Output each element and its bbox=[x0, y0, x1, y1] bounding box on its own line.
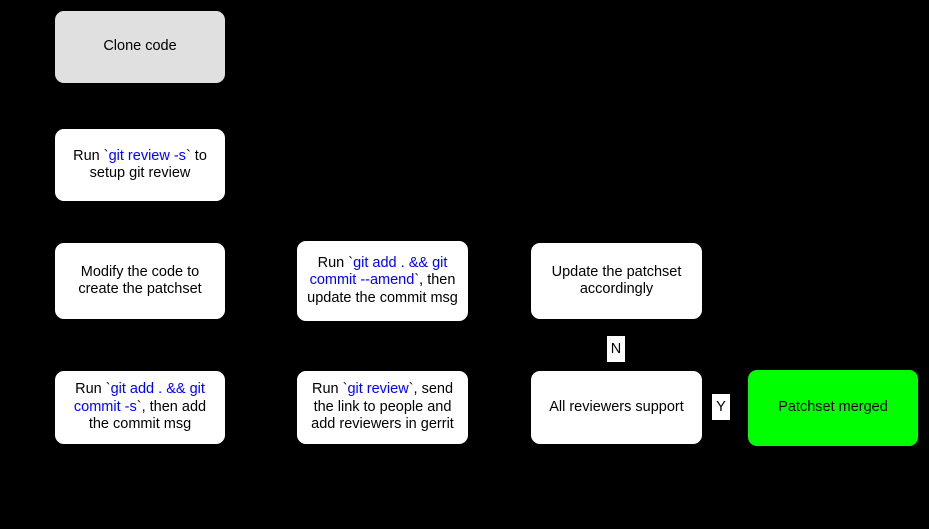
node-label: All reviewers support bbox=[549, 398, 684, 415]
node-modify-code[interactable]: Modify the code to create the patchset bbox=[55, 243, 225, 319]
node-update-patchset[interactable]: Update the patchset accordingly bbox=[531, 243, 702, 319]
node-git-review-send[interactable]: Run `git review`, send the link to peopl… bbox=[297, 371, 468, 444]
node-label: Patchset merged bbox=[778, 399, 888, 416]
node-label: Run `git add . && git commit -s`, then a… bbox=[73, 381, 207, 433]
node-add-commit[interactable]: Run `git add . && git commit -s`, then a… bbox=[55, 371, 225, 444]
node-clone-code[interactable]: Clone code bbox=[55, 11, 225, 83]
edge-label-no: N bbox=[607, 336, 625, 362]
node-label: Run `git review -s` to setup git review bbox=[73, 147, 207, 182]
node-amend-commit[interactable]: Run `git add . && git commit --amend`, t… bbox=[297, 241, 468, 321]
edge-label-yes: Y bbox=[712, 394, 730, 420]
node-patchset-merged[interactable]: Patchset merged bbox=[748, 370, 918, 446]
node-label: Run `git review`, send the link to peopl… bbox=[311, 381, 454, 433]
node-setup-git-review[interactable]: Run `git review -s` to setup git review bbox=[55, 129, 225, 201]
node-all-reviewers-support[interactable]: All reviewers support bbox=[531, 371, 702, 444]
node-label: Update the patchset accordingly bbox=[551, 263, 682, 298]
node-label: Clone code bbox=[103, 38, 177, 55]
node-label: Run `git add . && git commit --amend`, t… bbox=[307, 254, 458, 306]
node-label: Modify the code to create the patchset bbox=[78, 263, 202, 298]
